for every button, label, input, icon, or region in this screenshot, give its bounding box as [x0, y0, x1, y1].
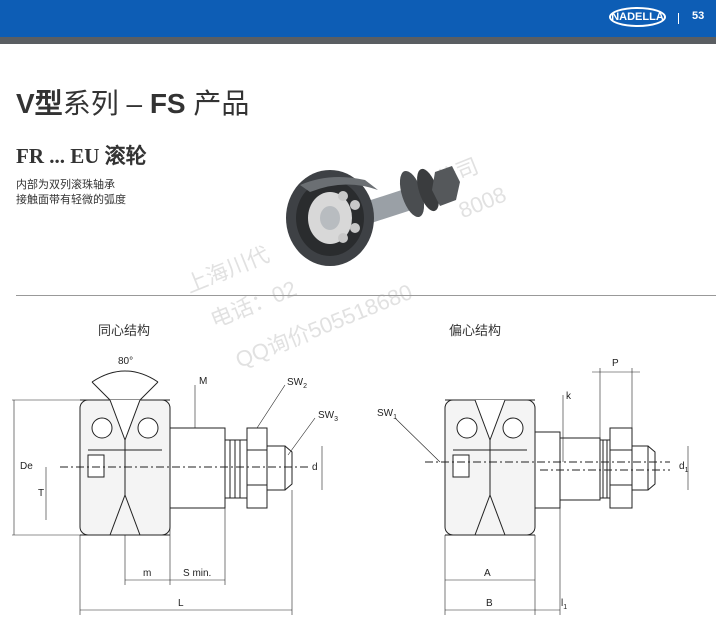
dim-S-min: S min.: [183, 568, 212, 579]
dim-angle: 80°: [118, 356, 134, 367]
dim-M: M: [199, 376, 208, 387]
label-concentric: 同心结构: [98, 323, 151, 338]
description-line-1: 内部为双列滚珠轴承: [16, 179, 115, 191]
header-bar: [0, 0, 716, 37]
dim-SW2: SW2: [287, 377, 308, 390]
dim-L: L: [178, 598, 184, 609]
dim-A: A: [484, 568, 491, 579]
label-eccentric: 偏心结构: [449, 323, 502, 338]
dim-SW3: SW3: [318, 410, 339, 423]
dim-De: De: [20, 461, 33, 472]
brand-logo: NADELLA: [609, 7, 666, 27]
description-line-2: 接触面带有轻微的弧度: [16, 194, 126, 206]
page-title: V型系列 – FS 产品: [16, 82, 249, 122]
title-part-4: 产品: [185, 88, 250, 119]
page-number: 53: [692, 10, 705, 22]
dim-B: B: [486, 598, 493, 609]
header-separator: [678, 13, 679, 24]
title-part-1: V型: [16, 88, 63, 119]
logo-text: NADELLA: [611, 11, 664, 23]
dim-l1: l1: [561, 598, 568, 611]
dim-m: m: [143, 568, 152, 579]
dim-P: P: [612, 358, 619, 369]
title-part-3: FS: [149, 88, 186, 119]
dim-T: T: [38, 488, 45, 499]
dim-k: k: [566, 391, 571, 402]
section-divider: [16, 295, 716, 296]
dim-d: d: [312, 462, 318, 473]
dim-SW1: SW1: [377, 408, 398, 421]
header-stripe: [0, 37, 716, 44]
dim-d1: d1: [679, 461, 689, 474]
title-part-2: 系列 –: [62, 88, 150, 119]
product-subtitle: FR ... EU 滚轮: [16, 144, 147, 168]
